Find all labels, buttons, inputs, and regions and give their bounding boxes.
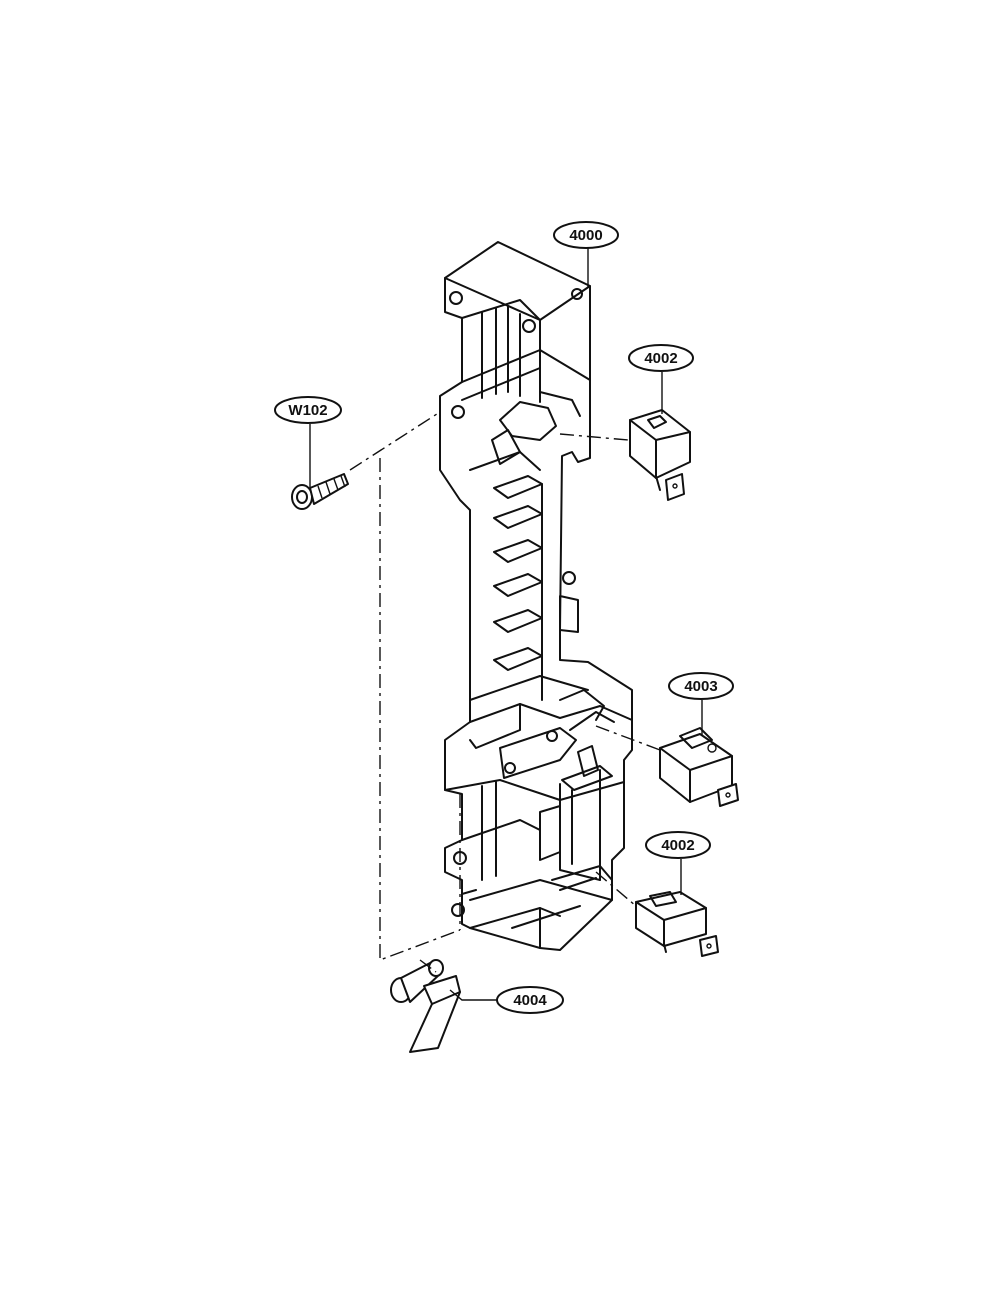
switch-middle-4003 [659, 727, 739, 807]
leader-lines [309, 248, 703, 1001]
switch-top-4002 [629, 409, 691, 501]
latch-frame-4000 [439, 241, 633, 951]
lever-4004 [390, 959, 461, 1053]
assembly-lines [349, 411, 661, 973]
callout-label-4003: 4003 [684, 678, 717, 695]
callout-4004: 4004 [496, 986, 564, 1014]
callout-label-w102: W102 [288, 402, 327, 419]
callout-w102: W102 [274, 396, 342, 424]
callout-label-4004: 4004 [513, 992, 547, 1009]
callout-4002-top: 4002 [628, 344, 694, 372]
callout-label-4000: 4000 [569, 227, 602, 244]
callout-label-4002-top: 4002 [644, 350, 677, 367]
callout-4002-bottom: 4002 [645, 831, 711, 859]
switch-bottom-4002 [635, 891, 719, 957]
screw-w102 [291, 473, 349, 510]
callout-4000: 4000 [553, 221, 619, 249]
callout-4003: 4003 [668, 672, 734, 700]
callout-label-4002-bottom: 4002 [661, 837, 694, 854]
